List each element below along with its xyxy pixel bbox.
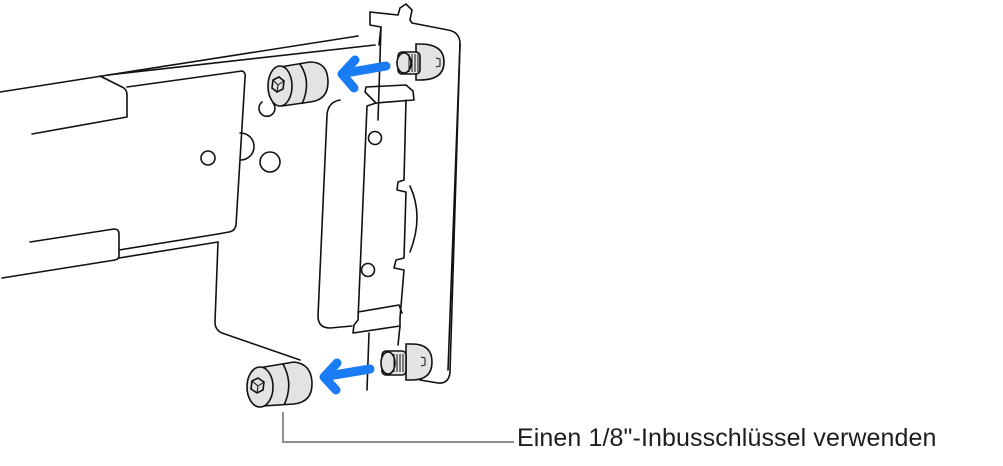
top-arrow-icon [337,55,391,93]
top-screw-removed [267,61,329,107]
top-threaded-pin [396,43,445,81]
bottom-arrow-icon [319,358,375,395]
mounting-flange [317,3,461,391]
callout-leader-line [282,412,514,443]
bottom-screw-removed [246,361,313,408]
bracket-plate [200,70,301,361]
bottom-threaded-pin [380,343,433,381]
callout-label: Einen 1/8"-Inbusschlüssel verwenden [517,424,937,452]
rail-beam [0,35,376,279]
